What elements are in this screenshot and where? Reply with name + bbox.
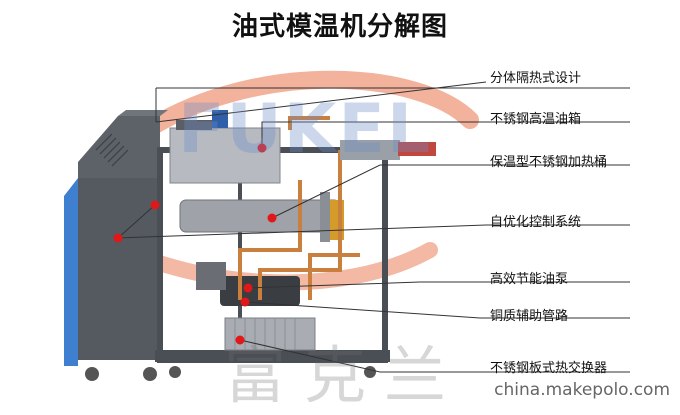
heating-barrel [179,199,341,233]
copper-pipes [238,116,360,300]
marker-heat-exchanger [235,335,245,345]
callout-label-control-system: 自优化控制系统 [490,215,582,230]
casters [85,366,376,381]
site-watermark: china.makepolo.com [494,380,670,400]
exploded-view-illustration [64,70,630,381]
plate-heat-exchanger [224,317,316,351]
vent-slots [95,133,129,167]
brand-cn-watermark: 富克兰 [224,339,465,412]
marker-oil-tank [257,143,267,153]
marker-copper-pipes [240,297,250,307]
callout-label-heat-exchanger: 不锈钢板式热交换器 [490,361,608,376]
marker-heating-barrel [267,213,277,223]
callout-markers [113,143,277,345]
marker-insulated-design [150,200,160,210]
callout-label-copper-pipes: 铜质辅助管路 [490,309,569,324]
callout-label-heating-barrel: 保温型不锈钢加热桶 [490,155,608,170]
left-cabinet-top [118,110,168,116]
swoosh-arrow [141,70,479,137]
callout-label-oil-pump: 高效节能油泵 [490,272,569,287]
diagram-page: 油式模温机分解图 [64,12,670,412]
marker-control-system [113,233,123,243]
frame-base [155,350,390,362]
leader-lines [117,81,630,373]
fukel-logo-watermark: FUKEL [178,90,433,169]
left-cabinet-face [78,178,160,360]
marker-oil-pump [243,283,253,293]
page-title: 油式模温机分解图 [231,12,448,42]
side-panel [64,178,78,366]
callout-label-oil-tank: 不锈钢高温油箱 [490,112,582,127]
callout-label-insulated-design: 分体隔热式设计 [490,71,582,86]
